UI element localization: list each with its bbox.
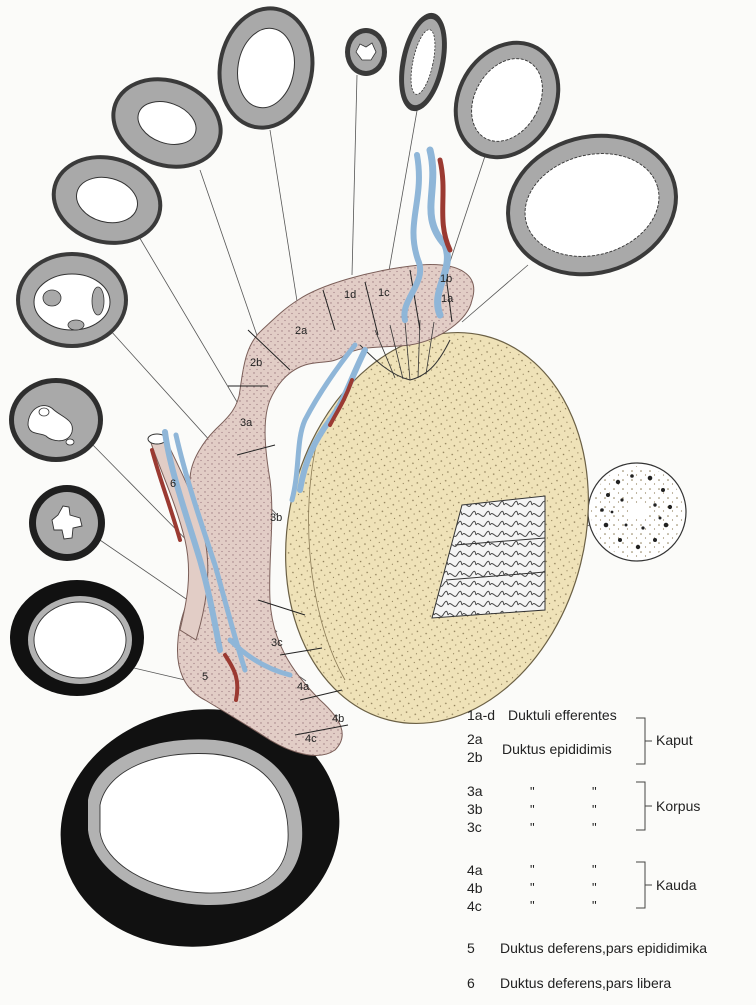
label-3b: 3b (270, 512, 282, 524)
legend-code-1a-d: 1a-d (467, 707, 495, 724)
label-2a: 2a (295, 325, 308, 337)
ditto-4b-2: " (592, 880, 597, 895)
label-3a: 3a (240, 417, 253, 429)
section-4b (10, 580, 144, 696)
ditto-3b-2: " (592, 802, 597, 817)
legend-code-6: 6 (467, 975, 475, 992)
legend-code-3c: 3c (467, 819, 482, 836)
ditto-3c-2: " (592, 820, 597, 835)
legend-text-pars-epididimika: Duktus deferens,pars epididimika (500, 940, 707, 957)
ditto-4b-1: " (530, 880, 535, 895)
legend-group-kauda: Kauda (656, 877, 696, 894)
legend-brackets (636, 718, 652, 908)
legend-code-2a: 2a (467, 731, 483, 748)
label-1d: 1d (344, 289, 356, 301)
ditto-4c-2: " (592, 898, 597, 913)
label-4b: 4b (332, 713, 344, 725)
legend-group-korpus: Korpus (656, 798, 700, 815)
section-3b (16, 252, 128, 348)
label-4a: 4a (297, 681, 310, 693)
section-4a (29, 485, 105, 561)
legend-code-3b: 3b (467, 801, 483, 818)
legend-text-duktuli: Duktuli efferentes (508, 707, 617, 724)
legend-group-kaput: Kaput (656, 732, 693, 749)
label-1b: 1b (440, 273, 452, 285)
label-6: 6 (170, 478, 176, 490)
legend-code-3a: 3a (467, 783, 483, 800)
legend-code-4b: 4b (467, 880, 483, 897)
legend-code-4a: 4a (467, 862, 483, 879)
label-4c: 4c (305, 733, 317, 745)
ditto-3a-2: " (592, 784, 597, 799)
section-1c (391, 9, 455, 116)
label-2b: 2b (250, 357, 262, 369)
legend-code-4c: 4c (467, 898, 482, 915)
section-2a (208, 0, 324, 137)
section-testis (588, 463, 686, 561)
ditto-4a-1: " (530, 862, 535, 877)
ditto-4c-1: " (530, 898, 535, 913)
legend-code-5: 5 (467, 940, 475, 957)
legend-text-duktus-epididimis: Duktus epididimis (502, 741, 612, 758)
label-1a: 1a (441, 293, 454, 305)
label-3c: 3c (271, 637, 283, 649)
ditto-3c-1: " (530, 820, 535, 835)
legend-text-pars-libera: Duktus deferens,pars libera (500, 975, 671, 992)
label-5: 5 (202, 671, 208, 683)
ditto-3b-1: " (530, 802, 535, 817)
label-1c: 1c (378, 287, 390, 299)
section-1d (345, 28, 387, 76)
legend-code-2b: 2b (467, 749, 483, 766)
section-3c (9, 378, 103, 462)
ditto-3a-1: " (530, 784, 535, 799)
ditto-4a-2: " (592, 862, 597, 877)
